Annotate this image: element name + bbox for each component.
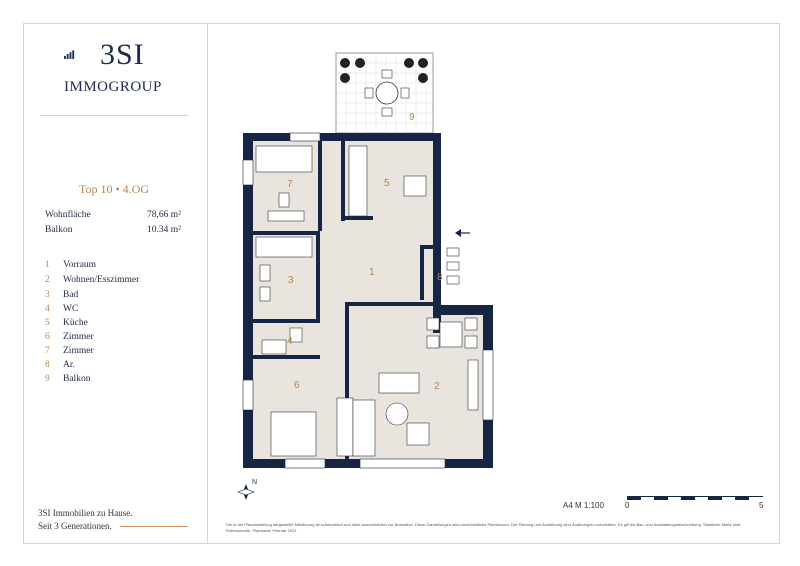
scale-label: A4 M 1:100	[563, 501, 604, 510]
brand-mark: 3SI	[100, 38, 145, 71]
room-label-8: 8	[437, 272, 443, 283]
stat-label: Wohnfläche	[45, 210, 91, 220]
svg-text:N: N	[252, 479, 257, 486]
stat-value: 10.34 m²	[147, 225, 181, 235]
brand-sub: IMMOGROUP	[64, 79, 162, 95]
windows	[242, 132, 494, 469]
balcony-plants-icon	[340, 58, 428, 83]
stat-row-wohnflaeche: Wohnfläche 78,66 m²	[45, 210, 185, 220]
stat-label: Balkon	[45, 225, 73, 235]
panel-divider	[207, 23, 208, 544]
scale-end: 5	[759, 501, 764, 510]
divider-top	[40, 115, 188, 116]
room-label-4: 4	[287, 336, 293, 347]
room-label-6: 6	[294, 380, 300, 391]
scale-start: 0	[625, 501, 630, 510]
unit-title: Top 10 • 4.OG	[78, 182, 150, 196]
room-label-2: 2	[434, 381, 440, 392]
entrance-arrow-icon	[455, 229, 470, 237]
footer-accent-line	[120, 526, 188, 527]
balcony-table	[375, 81, 399, 105]
compass-icon: N	[237, 479, 257, 500]
scale-bar	[627, 496, 763, 500]
logo-bars-icon	[64, 50, 75, 59]
furniture	[255, 145, 479, 457]
disclaimer-text: Die in der Plandarstellung dargestellte …	[226, 522, 741, 533]
footer-line-2: Seit 3 Generationen.	[38, 521, 112, 531]
stat-value: 78,66 m²	[147, 210, 181, 220]
footer-line-1: 3SI Immobilien zu Hause.	[38, 508, 133, 518]
page-frame	[23, 23, 780, 544]
room-label-3: 3	[288, 275, 294, 286]
room-label-1: 1	[369, 267, 375, 278]
room-label-5: 5	[384, 178, 390, 189]
stat-row-balkon: Balkon 10.34 m²	[45, 225, 185, 235]
room-label-7: 7	[287, 179, 293, 190]
room-label-9: 9	[409, 112, 415, 123]
floor-plan: 7 5 3 1 8 4 6 2 9 N	[237, 52, 494, 500]
